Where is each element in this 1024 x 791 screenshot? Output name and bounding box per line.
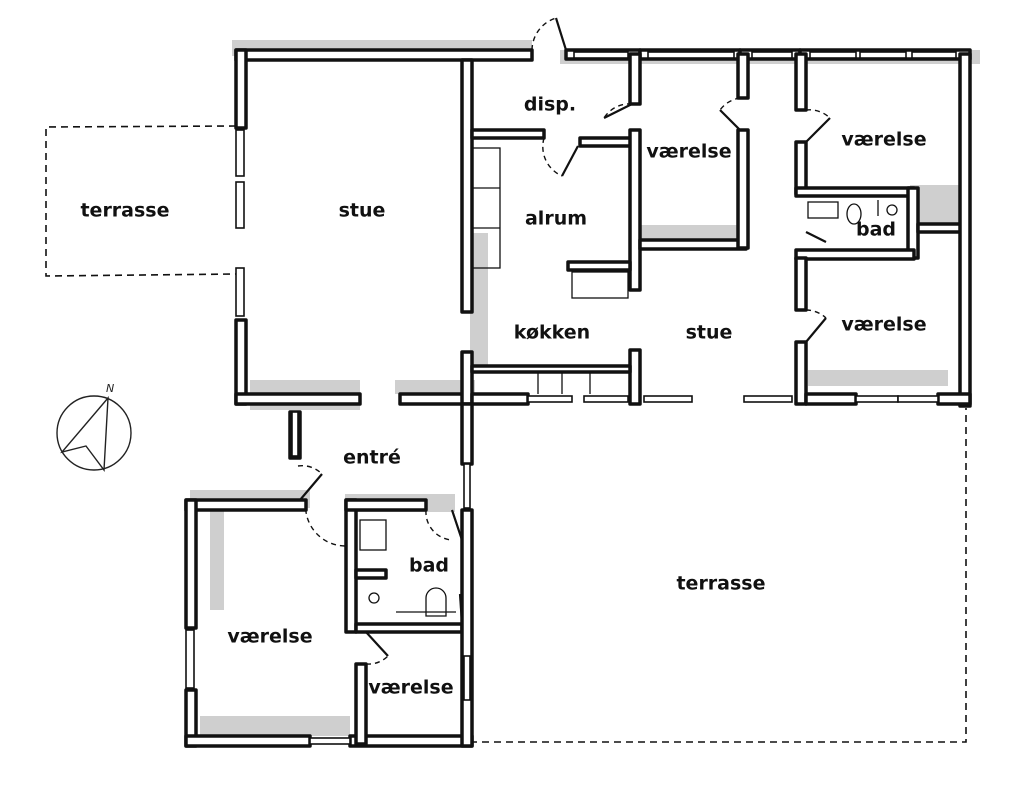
north-arrow-icon <box>60 395 109 472</box>
compass-north-label: N <box>106 382 114 395</box>
label-vaerelse-sw: værelse <box>227 626 312 648</box>
label-koekken: køkken <box>514 322 590 344</box>
room-labels: terrasse stue disp. alrum værelse værels… <box>80 94 926 699</box>
label-terrasse-south: terrasse <box>676 573 765 595</box>
compass-icon <box>56 395 132 471</box>
label-vaerelse-mid: værelse <box>646 141 731 163</box>
label-vaerelse-ne: værelse <box>841 129 926 151</box>
label-disp: disp. <box>524 94 576 116</box>
compass: N <box>56 382 132 472</box>
south-terrace-outline <box>470 408 967 743</box>
label-bad-east: bad <box>856 219 896 241</box>
label-alrum: alrum <box>525 208 587 230</box>
south-wing-walls <box>184 402 474 748</box>
label-bad-south: bad <box>409 555 449 577</box>
label-stue-east: stue <box>686 322 733 344</box>
label-vaerelse-e: værelse <box>841 314 926 336</box>
label-stue-main: stue <box>339 200 386 222</box>
fixtures <box>359 147 898 617</box>
label-vaerelse-small: værelse <box>368 677 453 699</box>
doors <box>297 17 831 665</box>
label-terrasse-west: terrasse <box>80 200 169 222</box>
west-terrace-outline <box>45 125 237 277</box>
label-entre: entré <box>343 447 401 469</box>
windows <box>185 51 957 745</box>
